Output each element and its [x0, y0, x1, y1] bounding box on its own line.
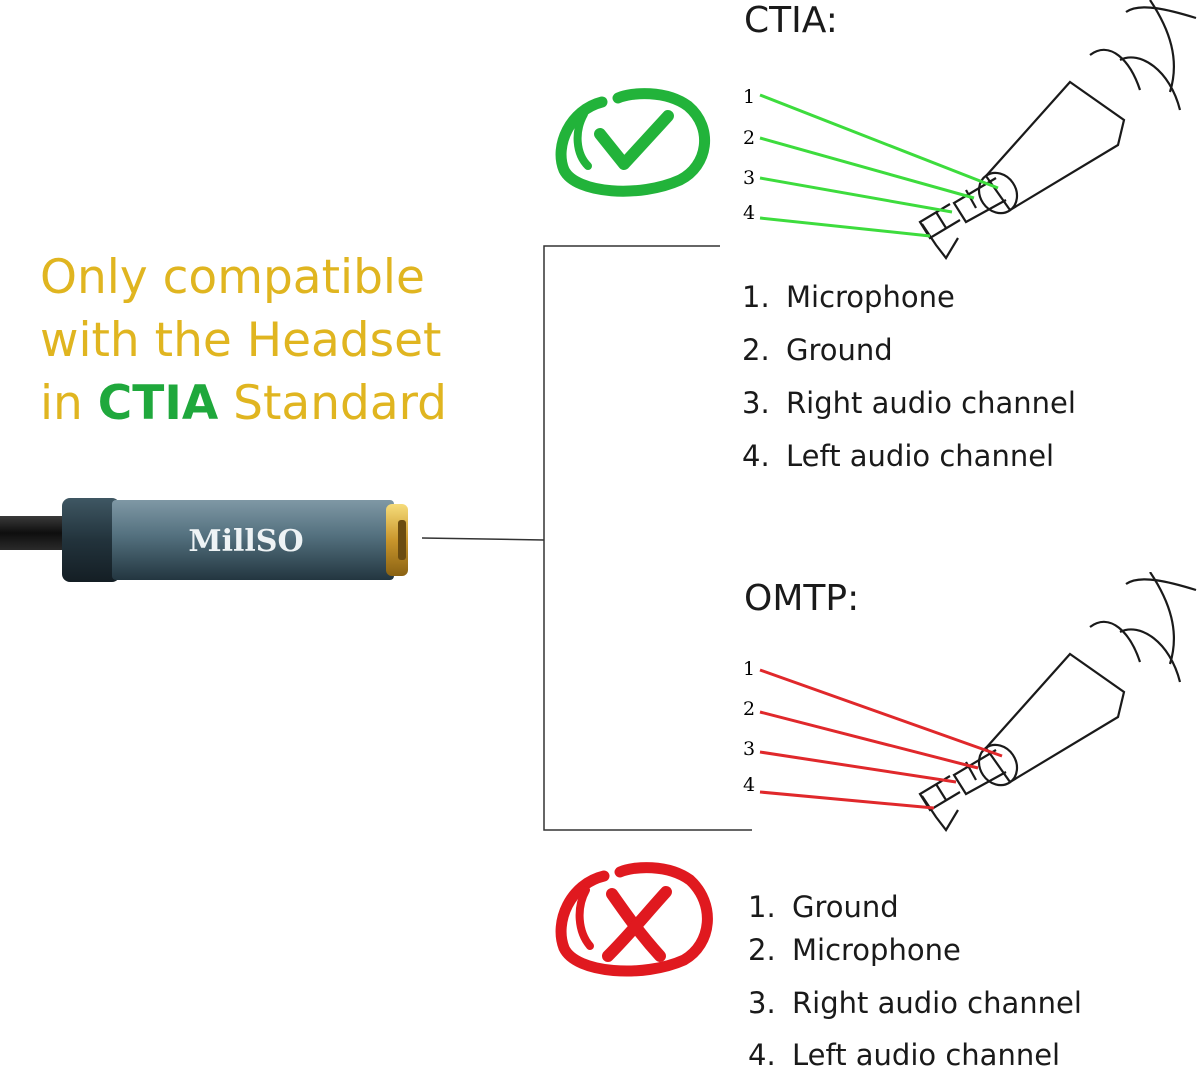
ctia-pin-line-3: [759, 176, 953, 214]
omtp-pin-number-2: 2: [743, 698, 755, 720]
headline-standard: CTIA: [97, 376, 219, 431]
ctia-pin-line-2: [759, 136, 975, 200]
omtp-pin-number-3: 3: [743, 738, 755, 760]
ctia-pin-index-1: 1.: [742, 280, 770, 314]
list-item: 1. Microphone: [742, 280, 955, 314]
ctia-pin-number-1: 1: [743, 86, 755, 108]
omtp-pin-line-2: [759, 710, 979, 770]
omtp-pin-label-4: Left audio channel: [792, 1038, 1061, 1072]
list-item: 1. Ground: [748, 890, 899, 924]
ctia-plug-outline: [918, 0, 1197, 260]
headline: Only compatible with the Headset in CTIA…: [40, 246, 510, 435]
ctia-plug-diagram: 1 2 3 4: [743, 0, 1197, 260]
omtp-pin-lines: [759, 668, 1003, 810]
bracket-line: [543, 245, 752, 831]
omtp-pin-list: 1. Ground 2. Microphone 3. Right audio chan…: [748, 0, 1188, 1072]
ctia-pin-numbers: 1 2 3 4: [743, 86, 755, 224]
adapter-socket-hole: [398, 520, 406, 560]
omtp-pin-index-1: 1.: [748, 890, 776, 924]
ctia-pin-label-1: Microphone: [786, 280, 955, 314]
list-item: 2. Ground: [742, 333, 893, 367]
omtp-pin-number-4: 4: [743, 774, 755, 796]
ctia-pin-lines: [759, 93, 999, 238]
headline-line-3: in CTIA Standard: [40, 372, 510, 435]
list-item: 4. Left audio channel: [742, 439, 1054, 473]
ctia-pin-label-3: Right audio channel: [786, 386, 1076, 420]
omtp-pin-line-1: [759, 668, 1003, 758]
omtp-pin-label-1: Ground: [792, 890, 899, 924]
omtp-pin-line-4: [759, 790, 935, 810]
ctia-pin-line-1: [759, 93, 999, 190]
omtp-title: OMTP:: [744, 578, 860, 619]
ctia-pin-label-2: Ground: [786, 333, 893, 367]
omtp-pin-index-3: 3.: [748, 986, 776, 1020]
list-item: 2. Microphone: [748, 933, 961, 967]
ctia-pin-list: 1. Microphone 2. Ground 3. Right audio chan…: [742, 0, 1182, 500]
ctia-pin-number-4: 4: [743, 202, 755, 224]
adapter-body: [112, 500, 394, 580]
omtp-pin-numbers: 1 2 3 4: [743, 658, 755, 796]
ctia-pin-index-4: 4.: [742, 439, 770, 473]
ctia-pin-line-4: [759, 216, 931, 238]
ctia-pin-index-2: 2.: [742, 333, 770, 367]
list-item: 3. Right audio channel: [748, 986, 1082, 1020]
adapter-collar: [62, 498, 120, 582]
omtp-plug-outline: [918, 572, 1197, 832]
adapter-cable: [0, 516, 70, 550]
omtp-pin-index-2: 2.: [748, 933, 776, 967]
headline-suffix: Standard: [218, 376, 447, 431]
ctia-pin-index-3: 3.: [742, 386, 770, 420]
list-item: 3. Right audio channel: [742, 386, 1076, 420]
omtp-pin-line-3: [759, 750, 957, 784]
omtp-pin-label-3: Right audio channel: [792, 986, 1082, 1020]
omtp-plug-diagram: 1 2 3 4: [743, 572, 1197, 832]
omtp-pin-number-1: 1: [743, 658, 755, 680]
cross-icon: [555, 862, 713, 977]
female-jack-adapter: MillSO: [0, 498, 408, 582]
ctia-pin-label-4: Left audio channel: [786, 439, 1055, 473]
check-icon: [555, 88, 711, 197]
list-item: 4. Left audio channel: [748, 1038, 1060, 1072]
brand-logo: MillSO: [188, 524, 303, 559]
bracket-connector-line: [421, 537, 545, 541]
ctia-title: CTIA:: [744, 0, 838, 41]
headline-line-1: Only compatible: [40, 250, 425, 305]
omtp-pin-label-2: Microphone: [792, 933, 961, 967]
ctia-pin-number-3: 3: [743, 167, 755, 189]
headline-prefix: in: [40, 376, 98, 431]
omtp-pin-index-4: 4.: [748, 1038, 776, 1072]
headline-line-2: with the Headset: [40, 313, 442, 368]
ctia-pin-number-2: 2: [743, 127, 755, 149]
